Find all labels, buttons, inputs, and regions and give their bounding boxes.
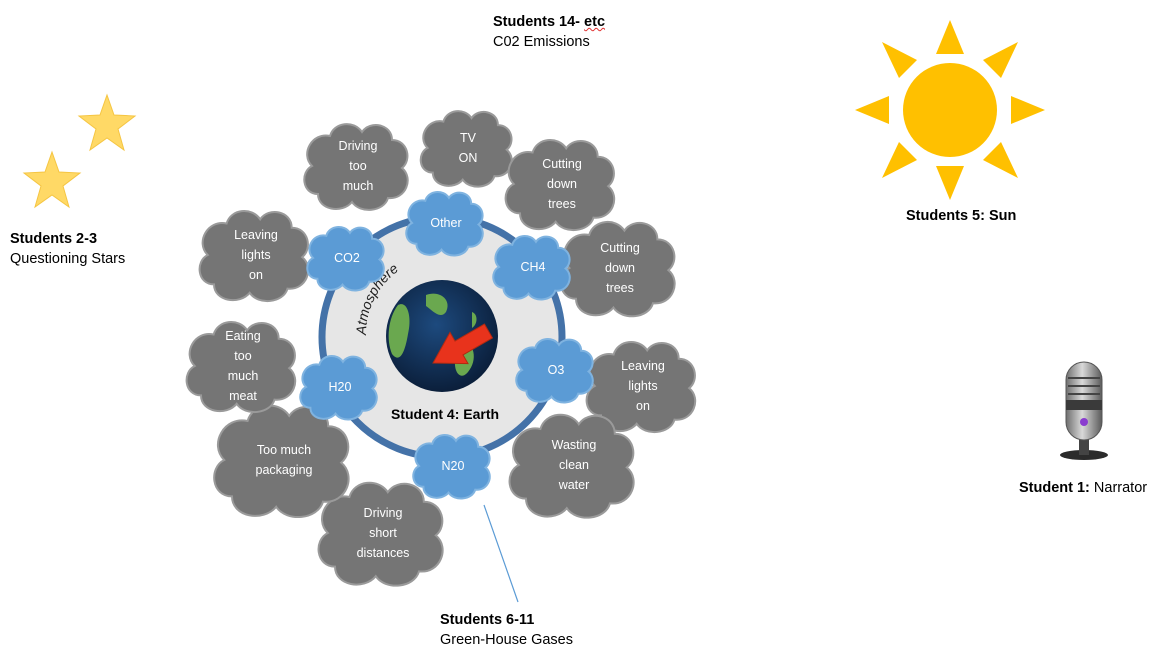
label-students-1: Student 1: Narrator (1019, 478, 1147, 498)
cause-cloud-leaving-lights-left-text: on (249, 268, 263, 282)
cause-cloud-packaging: Too much packaging (213, 404, 350, 519)
cause-cloud-eating-meat: Eating too much meat (185, 321, 297, 414)
gas-cloud-co2: CO2 (306, 226, 385, 292)
students-14-title-suffix: etc (584, 14, 606, 30)
gas-cloud-h20: H20 (299, 355, 378, 421)
cause-cloud-driving-too-much-text: too (349, 159, 366, 173)
cause-cloud-eating-meat-text: much (228, 369, 259, 383)
students-1-subtitle: Narrator (1089, 480, 1148, 496)
cause-cloud-tv-on-text: ON (459, 151, 478, 165)
cause-cloud-driving-short-text: distances (357, 546, 410, 560)
cause-cloud-tv-on-text: TV (460, 131, 477, 145)
sun-icon (855, 20, 1045, 200)
cause-cloud-leaving-lights-left-text: Leaving (234, 228, 278, 242)
cause-cloud-leaving-lights-left: Leaving lights on (198, 210, 310, 303)
cause-cloud-leaving-lights-left-text: lights (241, 248, 270, 262)
cause-cloud-cutting-trees-2-text: trees (606, 281, 634, 295)
students-2-3-subtitle: Questioning Stars (10, 251, 126, 267)
earth-label: Student 4: Earth (391, 406, 499, 422)
students-1-title: Student 1: (1019, 480, 1090, 496)
cause-cloud-wasting-water: Wasting clean water (508, 413, 635, 519)
gas-cloud-o3: O3 (515, 338, 594, 404)
gas-cloud-ch4-text: CH4 (520, 260, 545, 274)
cause-cloud-packaging-text: Too much (257, 443, 311, 457)
cause-cloud-cutting-trees-2: Cutting down trees (559, 220, 676, 318)
cause-cloud-driving-too-much: Driving too much (303, 123, 409, 211)
cause-cloud-leaving-lights-right-text: on (636, 399, 650, 413)
label-students-5: Students 5: Sun (906, 206, 1016, 226)
cause-cloud-cutting-trees-1-text: trees (548, 197, 576, 211)
label-students-14: Students 14- etc C02 Emissions (493, 12, 605, 52)
connector-line (483, 504, 519, 603)
label-students-2-3: Students 2-3 Questioning Stars (10, 229, 125, 269)
gas-cloud-other-text: Other (430, 216, 461, 230)
gas-cloud-n20-text: N20 (442, 459, 465, 473)
cause-cloud-cutting-trees-1-text: Cutting (542, 157, 582, 171)
cause-cloud-cutting-trees-1: Cutting down trees (504, 139, 616, 232)
gas-cloud-h20-text: H20 (329, 380, 352, 394)
cause-cloud-driving-short-text: Driving (364, 506, 403, 520)
cause-cloud-leaving-lights-right: Leaving lights on (585, 341, 697, 434)
cause-cloud-wasting-water-text: water (558, 478, 590, 492)
gas-cloud-o3-text: O3 (548, 363, 565, 377)
students-2-3-title: Students 2-3 (10, 231, 98, 247)
cause-cloud-driving-too-much-text: Driving (339, 139, 378, 153)
cause-cloud-wasting-water-text: Wasting (552, 438, 597, 452)
cause-cloud-driving-short-text: short (369, 526, 397, 540)
students-14-subtitle: C02 Emissions (493, 34, 590, 50)
students-6-11-subtitle: Green-House Gases (440, 632, 573, 648)
arrow-icon (432, 323, 494, 365)
students-6-11-title: Students 6-11 (440, 612, 535, 628)
cause-cloud-eating-meat-text: too (234, 349, 251, 363)
students-14-title: Students 14- (493, 14, 585, 30)
gas-cloud-co2-text: CO2 (334, 251, 360, 265)
microphone-icon (1060, 361, 1108, 460)
cause-cloud-wasting-water-text: clean (559, 458, 589, 472)
label-students-6-11: Students 6-11 Green-House Gases (440, 610, 573, 650)
gas-cloud-other: Other (405, 191, 484, 257)
star-icon (77, 93, 137, 152)
star-icon (22, 150, 82, 209)
gas-cloud-ch4: CH4 (492, 235, 571, 301)
cause-cloud-cutting-trees-2-text: Cutting (600, 241, 640, 255)
cause-cloud-leaving-lights-right-text: lights (628, 379, 657, 393)
gas-cloud-n20: N20 (412, 434, 491, 500)
cause-cloud-leaving-lights-right-text: Leaving (621, 359, 665, 373)
cause-cloud-driving-too-much-text: much (343, 179, 374, 193)
cause-cloud-eating-meat-text: Eating (225, 329, 260, 343)
cause-cloud-cutting-trees-2-text: down (605, 261, 635, 275)
cause-cloud-eating-meat-text: meat (229, 389, 257, 403)
cause-cloud-cutting-trees-1-text: down (547, 177, 577, 191)
cause-cloud-packaging-text: packaging (256, 463, 313, 477)
students-5-title: Students 5: Sun (906, 208, 1017, 224)
cause-cloud-driving-short: Driving short distances (317, 481, 444, 587)
cause-cloud-tv-on: TV ON (419, 110, 513, 188)
